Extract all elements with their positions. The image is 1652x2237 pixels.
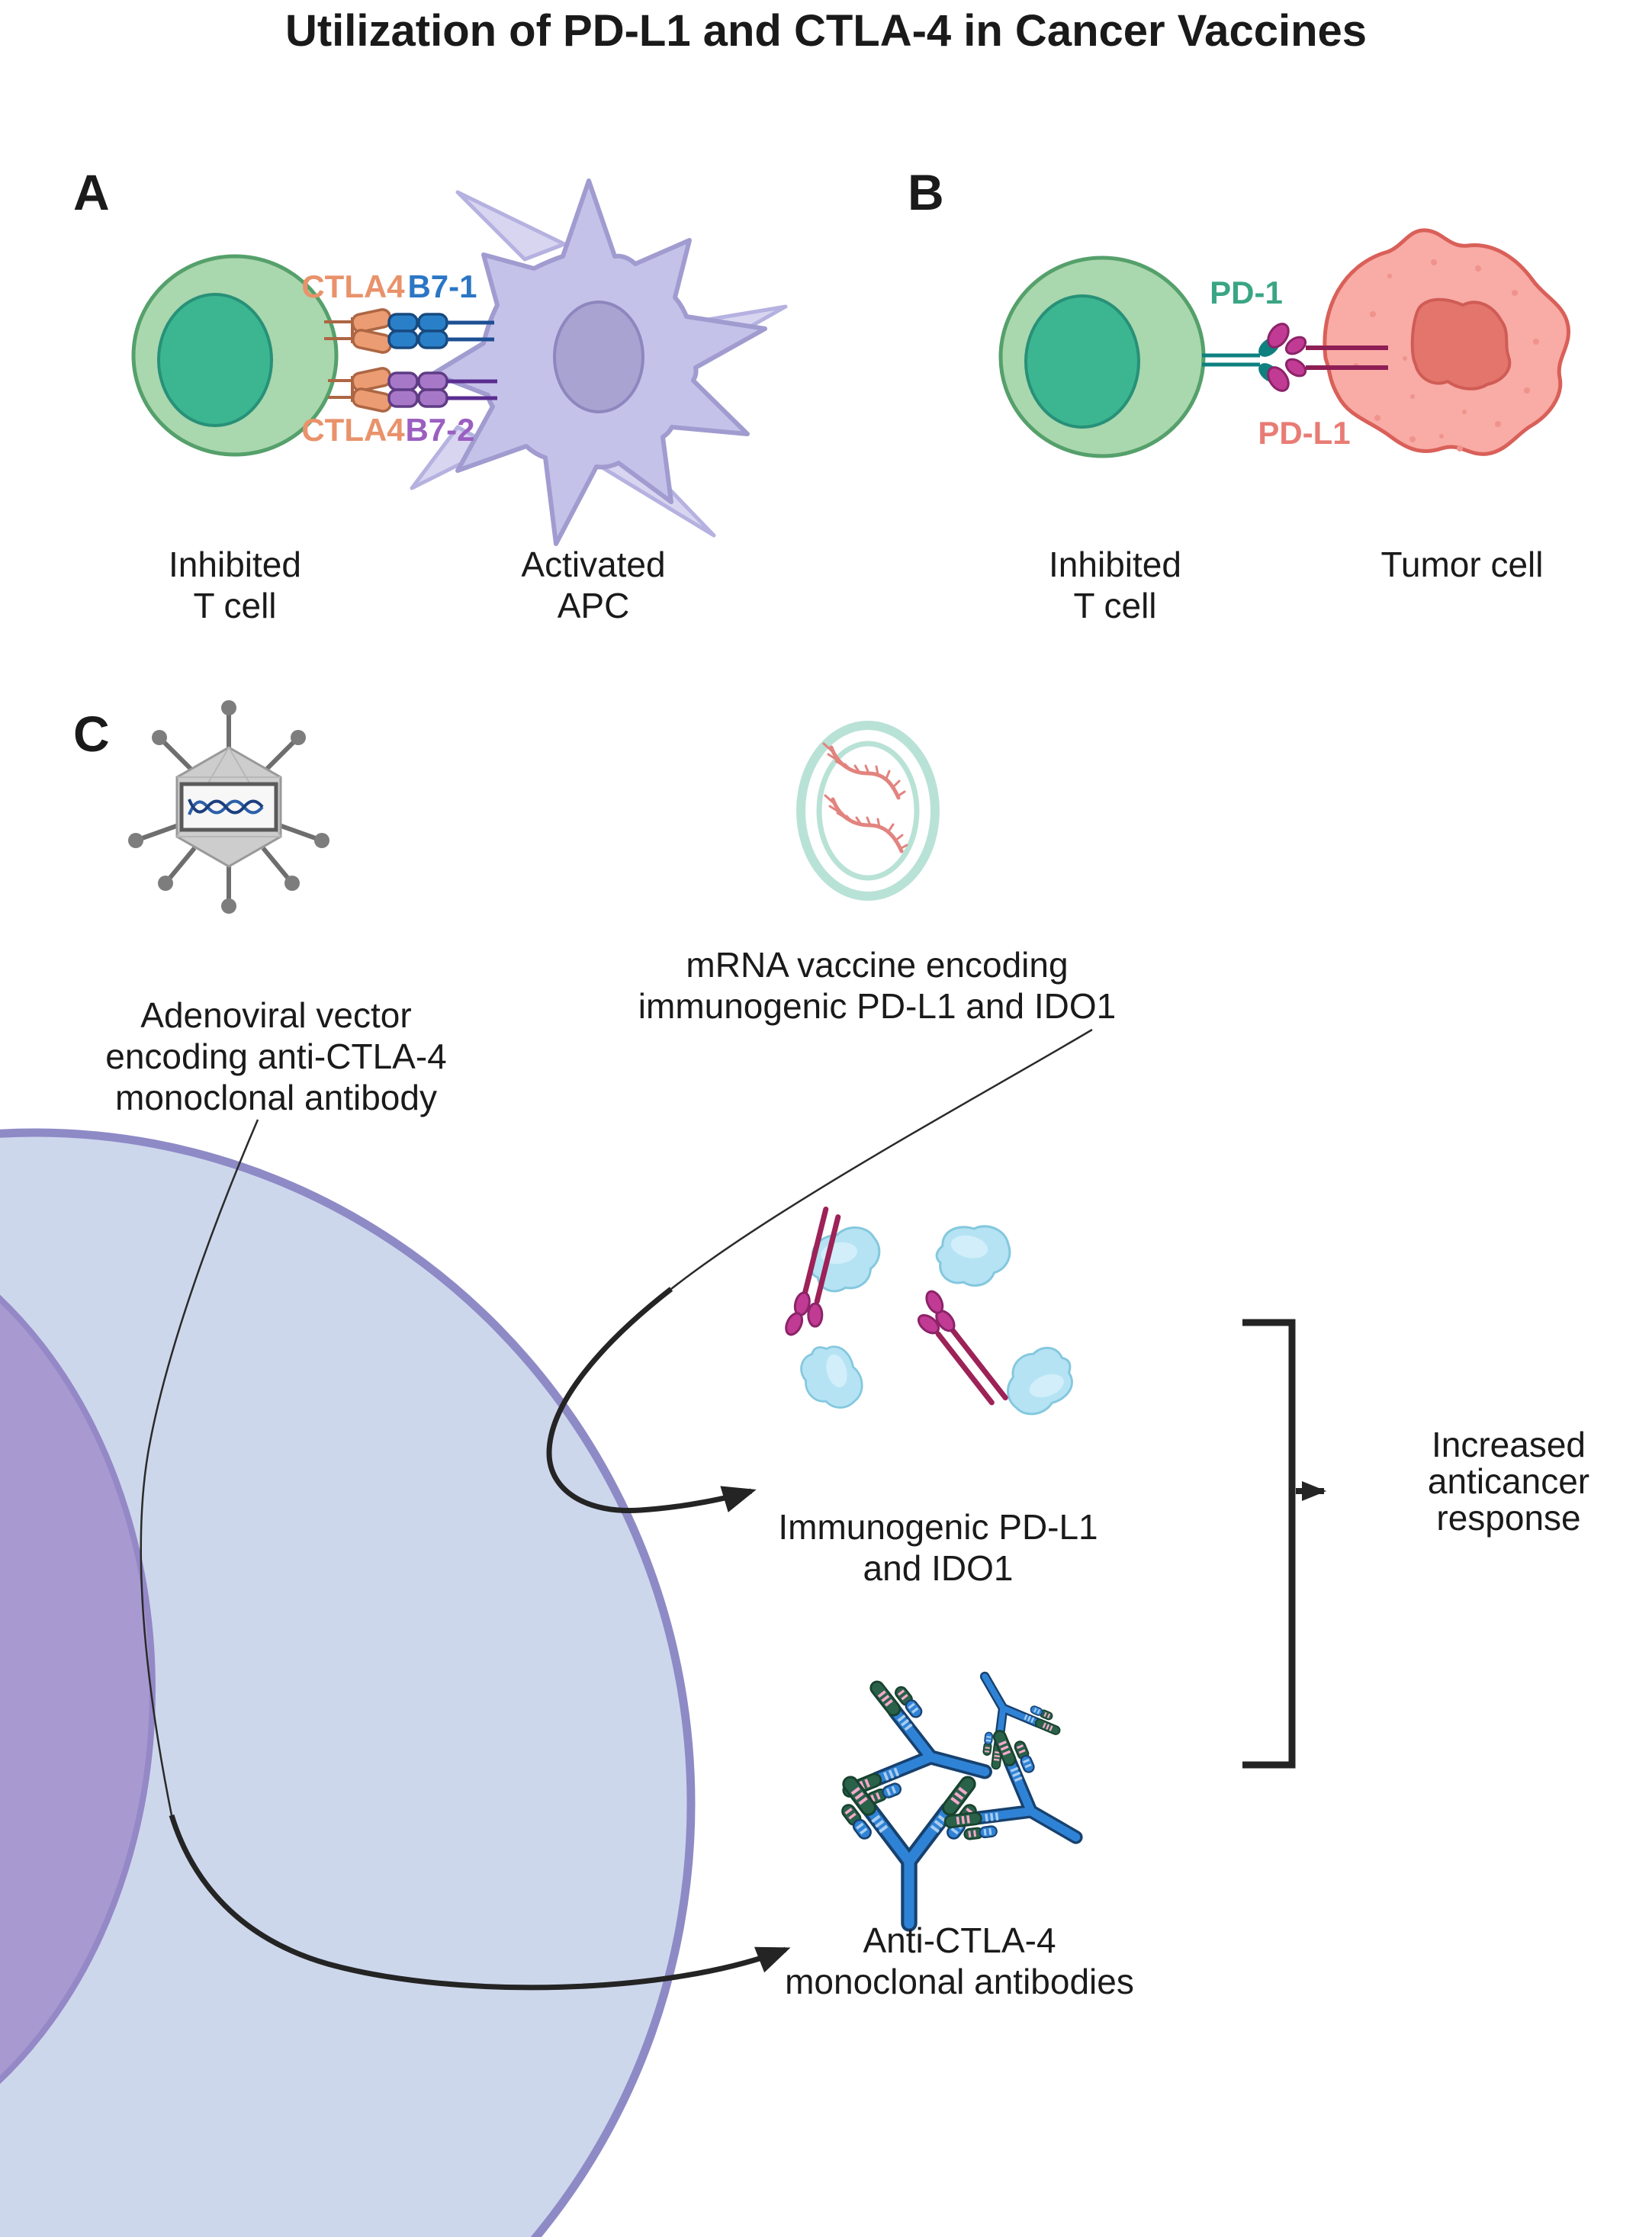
tumor-speckles — [1353, 259, 1539, 452]
immunogenic-caption-2: and IDO1 — [863, 1548, 1014, 1588]
panel-a-tcell-caption-1: Inhibited — [169, 545, 301, 584]
antibody-caption-2: monoclonal antibodies — [785, 1962, 1134, 2001]
apc-nucleus — [553, 301, 644, 413]
ido1-protein-blob — [995, 1340, 1083, 1422]
pd1-pdl1-receptor — [1202, 323, 1388, 392]
panel-c-label: C — [73, 705, 110, 762]
adenoviral-caption-3: monoclonal antibody — [115, 1078, 437, 1117]
adenoviral-caption-1: Adenoviral vector — [140, 995, 411, 1035]
pdl1-protein — [905, 1287, 1014, 1413]
panel-b: B — [908, 164, 1571, 625]
outcome-caption-2: anticancer — [1428, 1461, 1589, 1501]
b7-2-label: B7-2 — [405, 412, 474, 448]
mrna-vaccine-icon — [796, 721, 940, 901]
ido1-protein-blob — [795, 1338, 869, 1417]
mrna-delivery-arrow — [546, 1028, 1093, 1514]
ctla4-top-label: CTLA4 — [301, 268, 405, 304]
adenoviral-delivery-arrow — [140, 1119, 791, 1991]
outcome-caption-1: Increased — [1432, 1425, 1586, 1464]
ctla4-b72-receptor — [328, 367, 497, 413]
dna-cassette — [179, 782, 278, 832]
b7-1-label: B7-1 — [407, 268, 477, 304]
panel-a: A — [73, 164, 788, 625]
host-cell-nucleus — [0, 1294, 156, 2084]
panel-a-label: A — [73, 164, 110, 220]
panel-b-tcell-caption-2: T cell — [1073, 586, 1156, 625]
anti-ctla4-antibodies — [839, 1656, 1105, 1924]
ctla4-bottom-label: CTLA4 — [301, 412, 405, 448]
mrna-strand-teeth — [822, 742, 908, 850]
figure-title: Utilization of PD-L1 and CTLA-4 in Cance… — [285, 6, 1367, 56]
outcome-bracket — [1242, 1319, 1326, 1769]
t-cell-b — [1001, 258, 1204, 456]
pd-l1-label: PD-L1 — [1258, 415, 1350, 451]
apc-caption-2: APC — [558, 586, 630, 625]
panel-b-tcell-caption-1: Inhibited — [1049, 545, 1181, 584]
tumor-nucleus — [1410, 297, 1512, 391]
adenoviral-caption-2: encoding anti-CTLA-4 — [105, 1037, 446, 1076]
panel-c: C — [0, 700, 1589, 2237]
tumor-caption: Tumor cell — [1381, 545, 1544, 584]
ctla4-b71-receptor — [324, 308, 494, 354]
tumor-cell — [1323, 228, 1571, 456]
pd-1-label: PD-1 — [1210, 275, 1283, 310]
antibody-caption-1: Anti-CTLA-4 — [863, 1920, 1056, 1960]
host-cell — [0, 1128, 696, 2237]
antibody — [940, 1725, 1105, 1888]
ido1-protein-blob — [930, 1216, 1016, 1294]
mrna-caption-1: mRNA vaccine encoding — [686, 945, 1068, 985]
panel-a-tcell-caption-2: T cell — [193, 586, 276, 625]
apc-caption-1: Activated — [521, 545, 665, 584]
immunogenic-products — [783, 1207, 1083, 1422]
apc-cell — [410, 178, 788, 546]
immunogenic-caption-1: Immunogenic PD-L1 — [778, 1507, 1098, 1547]
mrna-caption-2: immunogenic PD-L1 and IDO1 — [638, 986, 1116, 1026]
outcome-caption-3: response — [1436, 1498, 1580, 1538]
antibody — [840, 1774, 979, 1924]
adenovirus-icon — [128, 700, 329, 914]
panel-b-label: B — [908, 164, 944, 220]
dna-helix-strand-2 — [188, 799, 264, 815]
